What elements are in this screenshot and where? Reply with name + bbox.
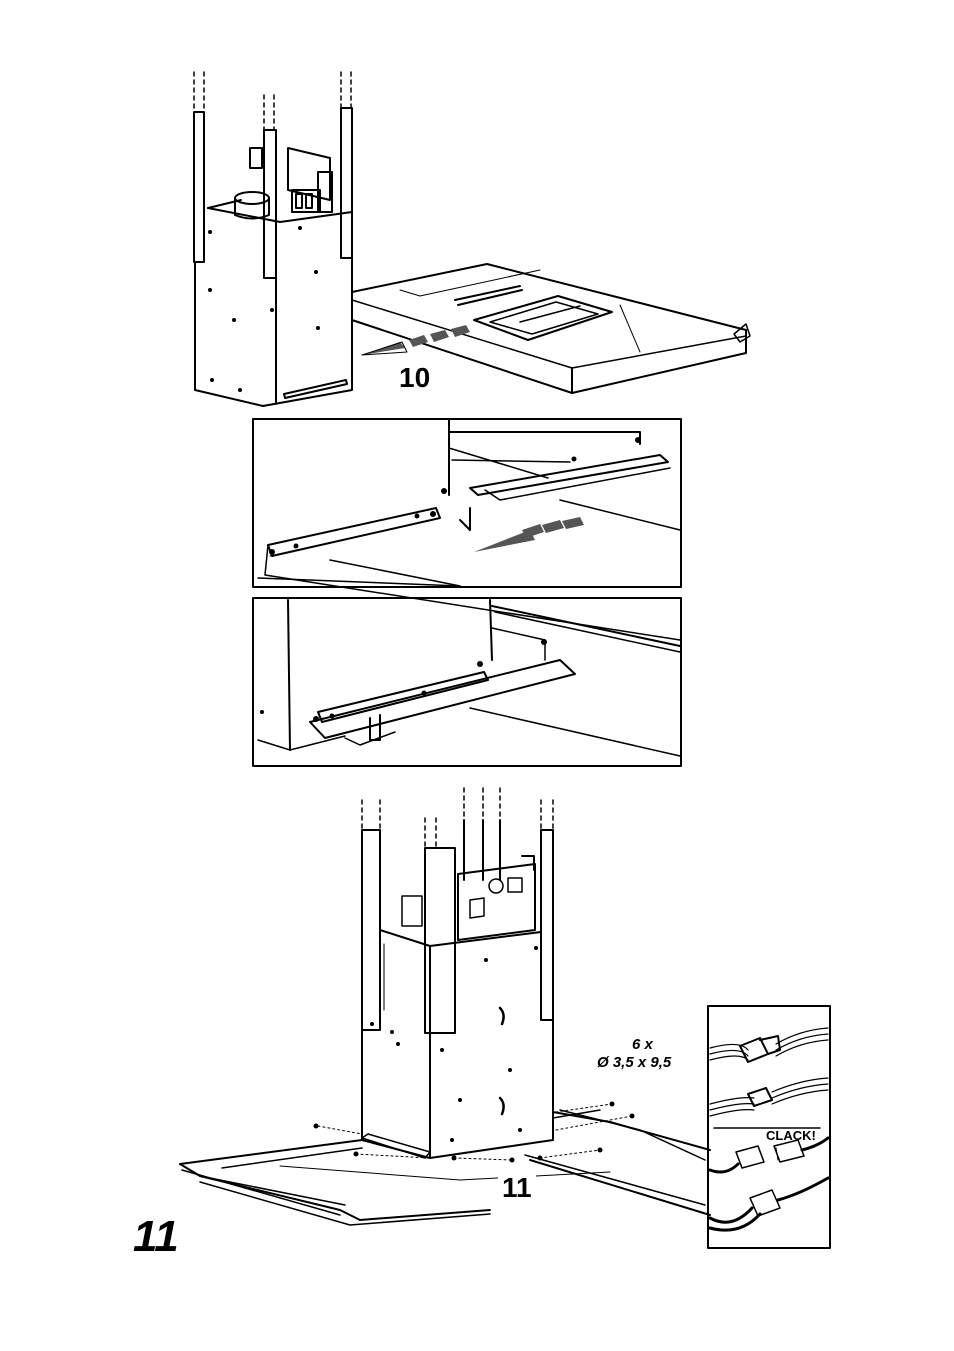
screw-quantity: 6 x [632,1036,653,1053]
step-number-11: 11 [498,1172,536,1204]
screw-spec: Ø 3,5 x 9,5 [597,1054,671,1071]
step-number-10: 10 [399,362,430,394]
detail-box-rail-fixed [253,598,681,766]
page-number: 11 [133,1212,179,1262]
step10-illustration [194,72,750,406]
connector-click-label: CLACK! [766,1128,816,1143]
step11-illustration [180,788,710,1225]
connector-inset [708,1006,830,1248]
detail-box-rail-slide [253,419,681,640]
